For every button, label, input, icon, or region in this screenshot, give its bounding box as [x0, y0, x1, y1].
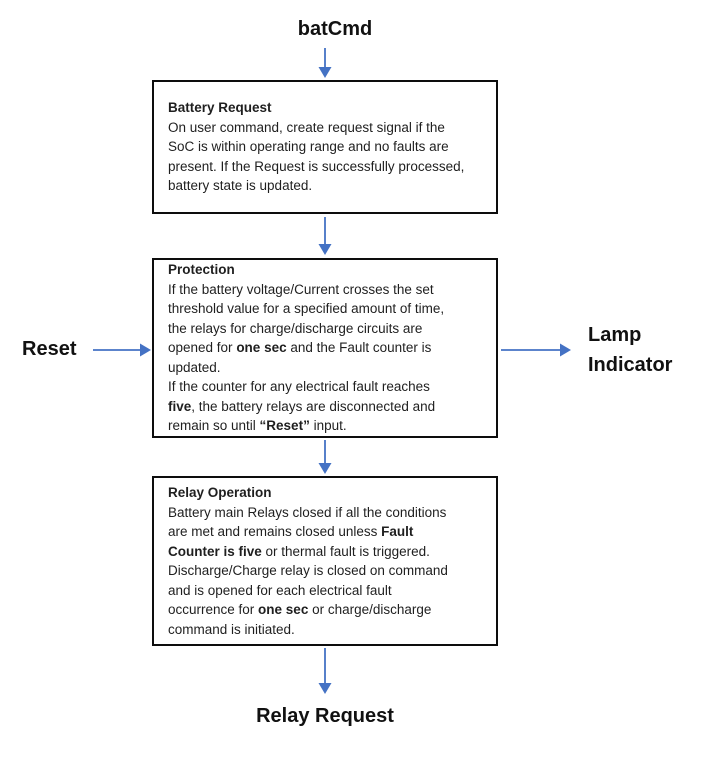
box-protection-title: Protection	[168, 262, 235, 278]
box-battery-request-body: On user command, create request signal i…	[168, 119, 465, 194]
label-lamp-indicator: Lamp Indicator	[588, 324, 673, 376]
arrow-protection-to-relay	[318, 440, 332, 474]
box-relay-operation-title: Relay Operation	[168, 485, 272, 500]
label-batcmd: batCmd	[297, 18, 373, 40]
arrow-reset-to-protection	[93, 343, 151, 357]
label-relay-request: Relay Request	[256, 705, 394, 727]
arrow-relay-to-request	[318, 648, 332, 694]
box-relay-operation-body: Battery main Relays closed if all the co…	[168, 504, 448, 637]
label-reset: Reset	[22, 338, 77, 360]
box-protection: Protection If the battery voltage/Curren…	[152, 258, 498, 438]
box-battery-request: Battery Request On user command, create …	[152, 80, 498, 214]
box-protection-body: If the battery voltage/Current crosses t…	[168, 281, 445, 434]
box-battery-request-title: Battery Request	[168, 100, 272, 116]
arrow-batcmd-to-battery	[318, 48, 332, 78]
box-relay-operation: Relay Operation Battery main Relays clos…	[152, 476, 498, 646]
arrow-protection-to-lamp	[501, 343, 571, 357]
arrow-battery-to-protection	[318, 217, 332, 255]
